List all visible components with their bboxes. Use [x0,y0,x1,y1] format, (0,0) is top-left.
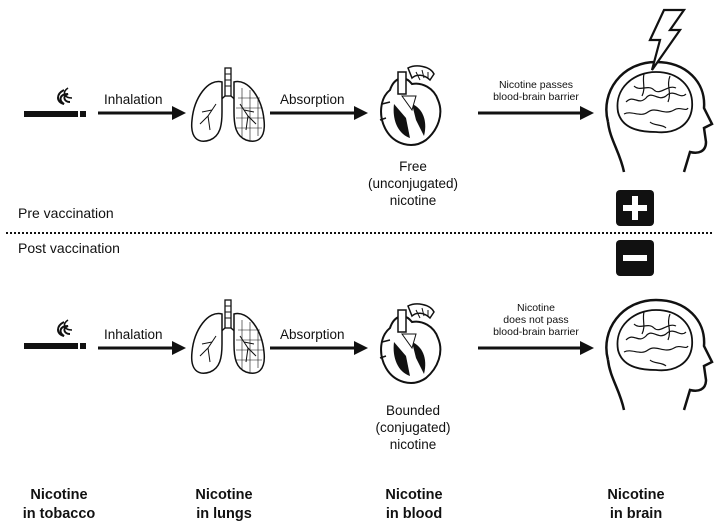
arrow-bbb-pass [478,106,594,120]
arrow-absorption [270,341,368,355]
footer-blood-line1: Nicotine [385,487,443,503]
brain-head-icon [605,298,714,411]
footer-brain: Nicotine in brain [586,486,686,524]
cigarette-icon [24,319,86,349]
footer-lungs-line1: Nicotine [195,487,253,503]
footer-blood-line2: in blood [385,506,443,522]
arrow-bbb-blocked [478,341,594,355]
bbb-pass-line1: Nicotine passes [498,79,574,91]
bounded-line2: (conjugated) [375,420,451,435]
inhalation-label: Inhalation [104,327,163,342]
footer-brain-line1: Nicotine [607,487,665,503]
lungs-icon [190,67,266,142]
pre-vaccination-label: Pre vaccination [18,205,114,221]
minus-icon [616,240,654,276]
bbb-blocked-line1: Nicotine [517,302,555,314]
arrow-absorption [270,106,368,120]
footer-lungs-line2: in lungs [196,506,252,522]
free-line3: nicotine [389,193,437,208]
inhalation-label: Inhalation [104,92,163,107]
free-line1: Free [399,159,427,174]
bbb-blocked-line3: blood-brain barrier [493,326,579,338]
plus-icon [616,190,654,226]
free-nicotine-desc: Free (unconjugated) nicotine [358,158,468,209]
post-vaccination-label: Post vaccination [18,240,120,256]
heart-icon [379,303,442,384]
lightning-icon [648,8,687,71]
bounded-line1: Bounded [385,403,441,418]
arrow-inhalation [98,106,186,120]
bbb-blocked-line2: does not pass [503,314,569,326]
footer-tobacco: Nicotine in tobacco [4,486,114,524]
footer-tobacco-line1: Nicotine [30,487,88,503]
footer-brain-line2: in brain [609,506,663,522]
bbb-blocked-label: Nicotine does not pass blood-brain barri… [476,302,596,338]
divider [6,232,712,234]
bounded-nicotine-desc: Bounded (conjugated) nicotine [358,402,468,453]
absorption-label: Absorption [280,92,345,107]
absorption-label: Absorption [280,327,345,342]
bbb-pass-label: Nicotine passes blood-brain barrier [476,79,596,103]
footer-tobacco-line2: in tobacco [22,506,96,522]
cigarette-icon [24,87,86,117]
footer-lungs: Nicotine in lungs [174,486,274,524]
bbb-pass-line2: blood-brain barrier [493,91,579,103]
footer-blood: Nicotine in blood [364,486,464,524]
arrow-inhalation [98,341,186,355]
lungs-icon [190,299,266,374]
bounded-line3: nicotine [389,437,437,452]
heart-icon [379,65,442,146]
brain-head-icon [605,60,714,173]
free-line2: (unconjugated) [367,176,459,191]
